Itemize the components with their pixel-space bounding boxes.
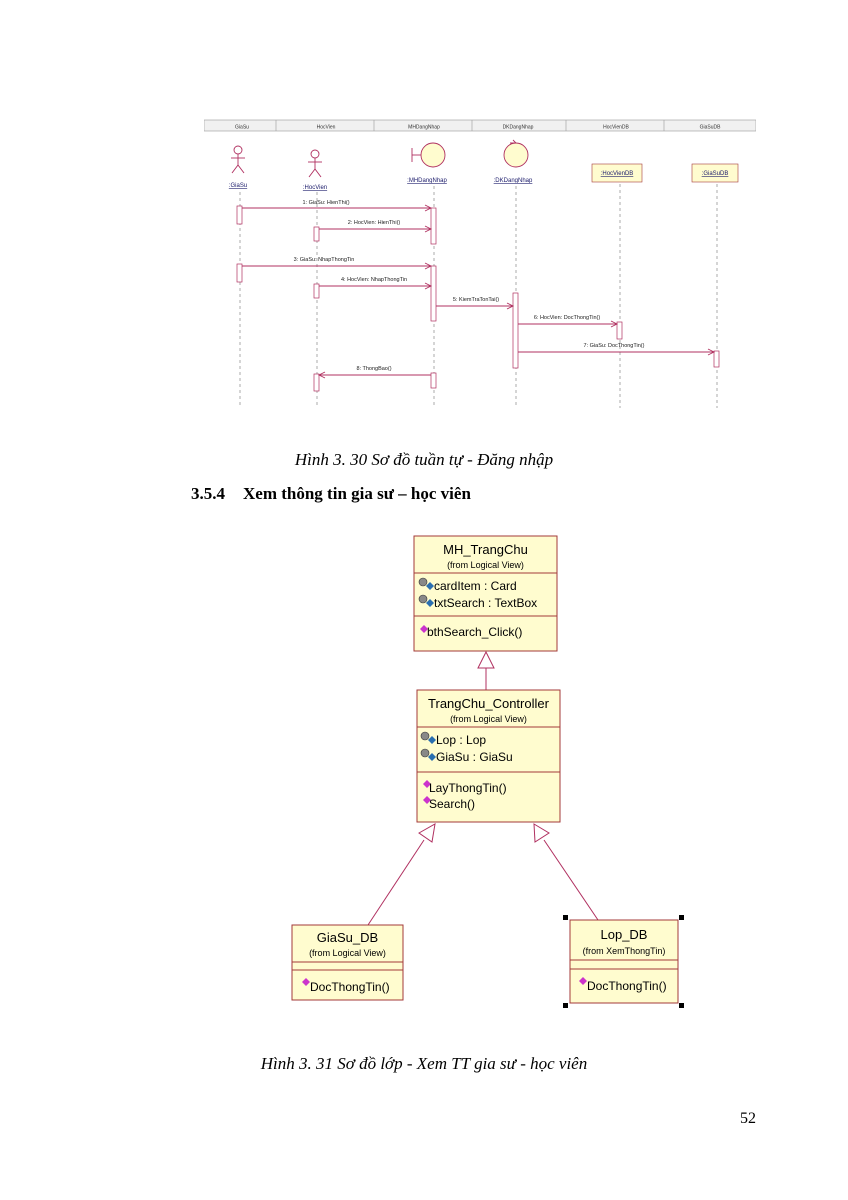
class-attr: Lop : Lop: [436, 733, 486, 747]
header-col: GiaSuDB: [700, 125, 722, 131]
object-label: :GiaSuDB: [702, 171, 729, 177]
message-label: 7: GiaSu: DocThongTin(): [584, 343, 645, 349]
message-label: 3: GiaSu: NhapThongTin: [294, 257, 355, 263]
figure-caption: Hình 3. 31 Sơ đồ lớp - Xem TT gia sư - h…: [260, 1054, 588, 1073]
operation-icon: [420, 625, 428, 633]
message-arrows: [242, 204, 716, 379]
operation-icon: [302, 978, 310, 986]
class-name: MH_TrangChu: [443, 542, 528, 557]
object-label: :MHDangNhap: [407, 178, 447, 184]
message-label: 6: HocVien: DocThongTin(): [534, 315, 601, 321]
class-op: bthSearch_Click(): [427, 625, 522, 639]
class-attr: txtSearch : TextBox: [434, 596, 537, 610]
class-package: (from Logical View): [447, 560, 524, 570]
message-label: 4: HocVien: NhapThongTin: [341, 277, 407, 283]
page-number: 52: [740, 1110, 756, 1127]
sequence-header: GiaSu HocVien MHDangNhap DKDangNhap HocV…: [204, 119, 756, 132]
lifelines: [239, 184, 718, 408]
section-title: Xem thông tin gia sư – học viên: [243, 484, 471, 503]
message-label: 5: KiemTraTonTai(): [453, 297, 499, 303]
class-lop-db[interactable]: Lop_DB (from XemThongTin) DocThongTin(): [563, 915, 684, 1008]
operation-icon: [579, 977, 587, 985]
header-col: DKDangNhap: [503, 125, 534, 131]
private-attr-icon: [418, 577, 434, 590]
sequence-diagram-figure: GiaSu HocVien MHDangNhap DKDangNhap HocV…: [204, 118, 756, 414]
class-name: GiaSu_DB: [317, 930, 378, 945]
object-label: :DKDangNhap: [494, 178, 533, 184]
section-heading: 3.5.4 Xem thông tin gia sư – học viên: [191, 484, 471, 504]
boundary-icon: [411, 142, 446, 168]
class-name: TrangChu_Controller: [428, 696, 550, 711]
class-op: LayThongTin(): [429, 781, 507, 795]
class-package: (from Logical View): [450, 714, 527, 724]
object-label: :GiaSu: [229, 183, 247, 189]
class-mh-trangchu: MH_TrangChu (from Logical View) cardItem…: [413, 535, 558, 652]
class-op: Search(): [429, 797, 475, 811]
header-col: MHDangNhap: [408, 125, 440, 131]
object-label: :HocVien: [303, 185, 327, 191]
class-name: Lop_DB: [601, 927, 648, 942]
control-icon: [503, 139, 529, 168]
private-attr-icon: [420, 731, 436, 744]
class-op: DocThongTin(): [310, 980, 390, 994]
class-package: (from XemThongTin): [583, 946, 666, 956]
activation-bars: [236, 205, 720, 392]
hocviendb-box: [591, 163, 643, 183]
class-diagram-figure: MH_TrangChu (from Logical View) cardItem…: [280, 530, 690, 1010]
message-label: 2: HocVien: HienThi(): [348, 220, 401, 226]
message-label: 8: ThongBao(): [356, 366, 391, 372]
message-label: 1: GiaSu: HienThi(): [302, 200, 349, 206]
class-attr: GiaSu : GiaSu: [436, 750, 513, 764]
class-trangchu-controller: TrangChu_Controller (from Logical View) …: [416, 689, 561, 823]
header-col: HocVienDB: [603, 125, 629, 131]
class-attr: cardItem : Card: [434, 579, 517, 593]
class-giasu-db: GiaSu_DB (from Logical View) DocThongTin…: [291, 924, 404, 1001]
giasudb-box: [691, 163, 739, 183]
header-col: GiaSu: [235, 125, 249, 131]
figure-caption: Hình 3. 30 Sơ đồ tuần tự - Đăng nhập: [294, 450, 554, 469]
operation-icon: [423, 780, 431, 788]
header-col: HocVien: [317, 125, 336, 131]
class-op: DocThongTin(): [587, 979, 667, 993]
generalization-links: [367, 650, 599, 926]
private-attr-icon: [418, 594, 434, 607]
section-number: 3.5.4: [191, 484, 225, 503]
object-label: :HocVienDB: [601, 171, 634, 177]
actor-icon: [231, 145, 245, 174]
operation-icon: [423, 796, 431, 804]
selection-handles[interactable]: [563, 915, 684, 1008]
class-package: (from Logical View): [309, 948, 386, 958]
actor-icon: [308, 149, 322, 178]
private-attr-icon: [420, 748, 436, 761]
